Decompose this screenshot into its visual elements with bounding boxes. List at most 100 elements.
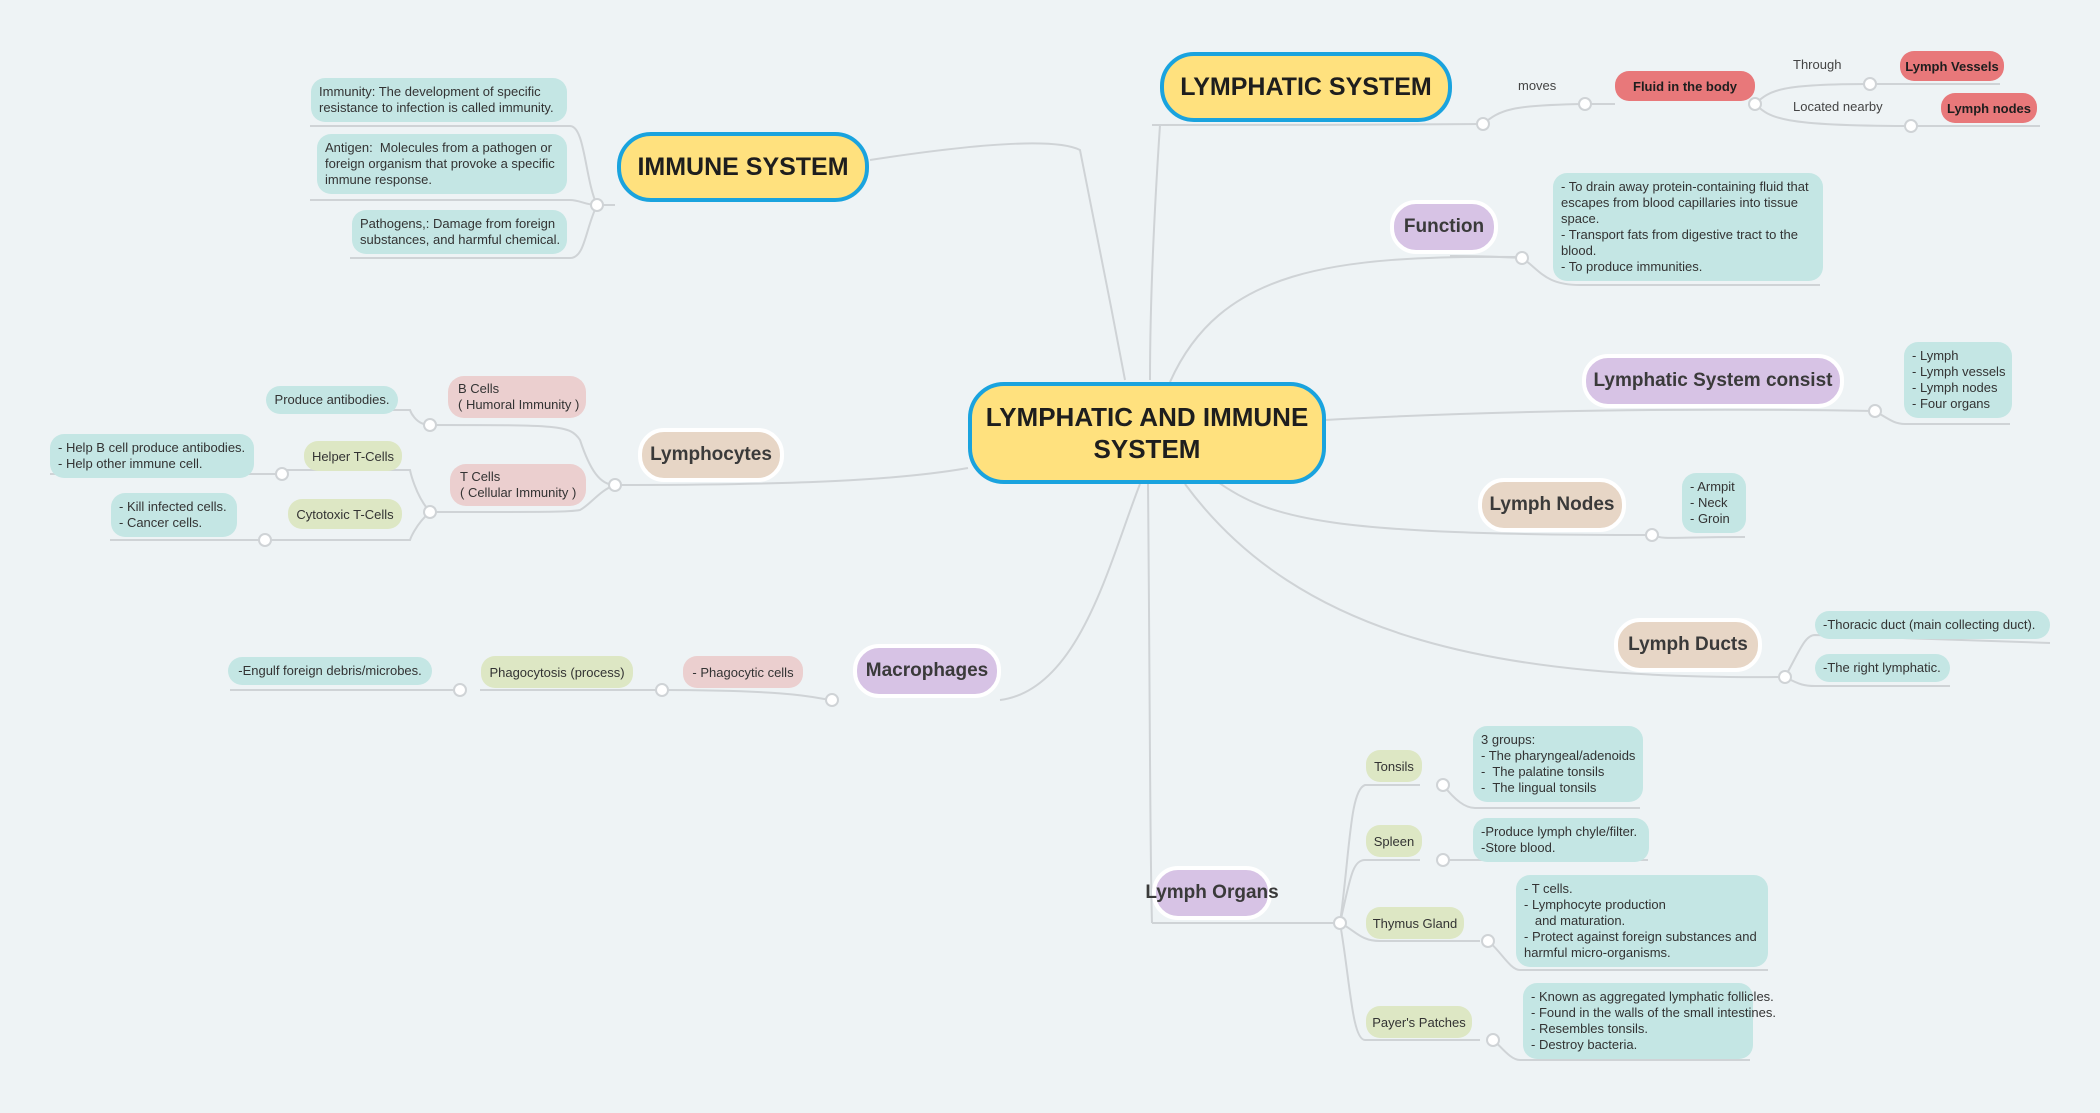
payers-note[interactable]: - Known as aggregated lymphatic follicle…: [1523, 983, 1776, 1059]
lymph-ducts-title: Lymph Ducts: [1628, 634, 1748, 655]
engulf-note[interactable]: -Engulf foreign debris/microbes.: [228, 657, 432, 685]
note-line: - Groin: [1690, 511, 1730, 526]
note-line: T Cells: [460, 469, 501, 484]
note-line: 3 groups:: [1481, 732, 1536, 747]
lymphatic-system-title: LYMPHATIC SYSTEM: [1180, 72, 1432, 101]
note-line: - Help other immune cell.: [58, 456, 203, 471]
macrophages-title: Macrophages: [865, 660, 989, 681]
consist-note[interactable]: - Lymph - Lymph vessels - Lymph nodes - …: [1904, 342, 2012, 418]
antigen-note[interactable]: Antigen: Molecules from a pathogen or fo…: [317, 134, 567, 194]
note-line: - Kill infected cells.: [119, 499, 227, 514]
lymph-nodes-note[interactable]: - Armpit - Neck - Groin: [1682, 473, 1746, 533]
phagocytic-cells-node[interactable]: - Phagocytic cells: [683, 656, 803, 688]
immune-system-topic[interactable]: IMMUNE SYSTEM: [617, 132, 869, 202]
lymph-organs-title: Lymph Organs: [1145, 882, 1279, 903]
helper-t-cells-label: Helper T-Cells: [311, 448, 395, 464]
note-line: -Store blood.: [1481, 840, 1556, 855]
note-line: - Transport fats from digestive tract to…: [1561, 227, 1798, 242]
note-line: - Protect against foreign substances and: [1524, 929, 1757, 944]
root-line-2: SYSTEM: [1093, 434, 1201, 464]
note-line: - Known as aggregated lymphatic follicle…: [1531, 989, 1774, 1004]
moves-label: moves: [1518, 78, 1557, 93]
note-line: -Engulf foreign debris/microbes.: [238, 663, 422, 678]
lymph-organs-topic[interactable]: Lymph Organs: [1145, 866, 1279, 920]
note-line: Antigen: Molecules from a pathogen or: [325, 140, 552, 155]
payers-patches-node[interactable]: Payer's Patches: [1366, 1006, 1472, 1038]
cytotoxic-t-cells-node[interactable]: Cytotoxic T-Cells: [288, 499, 402, 529]
note-line: substances, and harmful chemical.: [360, 232, 561, 247]
function-topic[interactable]: Function: [1390, 200, 1498, 254]
spleen-note[interactable]: -Produce lymph chyle/filter. -Store bloo…: [1473, 818, 1649, 862]
tonsils-node[interactable]: Tonsils: [1366, 750, 1422, 782]
fluid-label: Fluid in the body: [1633, 78, 1737, 94]
lymph-nodes-topic[interactable]: Lymph Nodes: [1478, 478, 1626, 532]
t-cells-node[interactable]: T Cells ( Cellular Immunity ): [450, 464, 586, 506]
lymph-vessels-label: Lymph Vessels: [1905, 58, 1999, 74]
note-line: space.: [1561, 211, 1600, 226]
note-line: - Destroy bacteria.: [1531, 1037, 1638, 1052]
cytotoxic-note[interactable]: - Kill infected cells. - Cancer cells.: [111, 493, 237, 537]
b-cells-node[interactable]: B Cells ( Humoral Immunity ): [448, 376, 586, 418]
system-consist-topic[interactable]: Lymphatic System consist: [1582, 354, 1844, 408]
phagocytosis-node[interactable]: Phagocytosis (process): [481, 656, 633, 688]
lymph-nodes-node[interactable]: Lymph nodes: [1941, 93, 2037, 123]
note-line: Pathogens,: Damage from foreign: [360, 216, 556, 231]
note-line: - Lymph: [1912, 348, 1959, 363]
note-line: - Found in the walls of the small intest…: [1531, 1005, 1776, 1020]
note-line: Produce antibodies.: [274, 392, 390, 407]
right-lymphatic-note[interactable]: -The right lymphatic.: [1815, 654, 1950, 682]
note-line: - Lymphocyte production: [1524, 897, 1666, 912]
pathogens-note[interactable]: Pathogens,: Damage from foreign substanc…: [352, 210, 567, 254]
function-title: Function: [1403, 216, 1485, 237]
note-line: - Lymph nodes: [1912, 380, 1998, 395]
note-line: - The palatine tonsils: [1481, 764, 1605, 779]
tonsils-note[interactable]: 3 groups: - The pharyngeal/adenoids - Th…: [1473, 726, 1643, 802]
phagocytic-cells-label: - Phagocytic cells: [692, 664, 794, 680]
lymphocytes-title: Lymphocytes: [650, 444, 772, 465]
lymph-nodes-red-label: Lymph nodes: [1946, 100, 2032, 116]
helper-note[interactable]: - Help B cell produce antibodies. - Help…: [50, 434, 254, 478]
spleen-node[interactable]: Spleen: [1366, 825, 1422, 857]
note-line: - Resembles tonsils.: [1531, 1021, 1649, 1036]
note-line: - Neck: [1690, 495, 1728, 510]
note-line: Immunity: The development of specific: [319, 84, 541, 99]
note-line: - Help B cell produce antibodies.: [58, 440, 246, 455]
note-line: B Cells: [458, 381, 500, 396]
note-line: -Produce lymph chyle/filter.: [1481, 824, 1638, 839]
note-line: - Lymph vessels: [1912, 364, 2006, 379]
lymphatic-system-topic[interactable]: LYMPHATIC SYSTEM: [1160, 52, 1452, 122]
note-line: and maturation.: [1524, 913, 1626, 928]
lymph-vessels-node[interactable]: Lymph Vessels: [1900, 51, 2004, 81]
root-topic[interactable]: LYMPHATIC AND IMMUNE SYSTEM: [968, 382, 1326, 484]
lymph-nodes-title: Lymph Nodes: [1489, 494, 1615, 515]
through-label: Through: [1793, 57, 1842, 72]
note-line: - Armpit: [1690, 479, 1735, 494]
thymus-gland-node[interactable]: Thymus Gland: [1366, 907, 1464, 939]
note-line: blood.: [1561, 243, 1597, 258]
fluid-node[interactable]: Fluid in the body: [1615, 71, 1755, 101]
immunity-note[interactable]: Immunity: The development of specific re…: [311, 78, 567, 122]
note-line: -Thoracic duct (main collecting duct).: [1823, 617, 2036, 632]
note-line: ( Cellular Immunity ): [460, 485, 577, 500]
cytotoxic-t-cells-label: Cytotoxic T-Cells: [296, 506, 394, 522]
note-line: - Cancer cells.: [119, 515, 203, 530]
note-line: - To produce immunities.: [1561, 259, 1703, 274]
lymph-ducts-topic[interactable]: Lymph Ducts: [1614, 618, 1762, 672]
note-line: - To drain away protein-containing fluid…: [1561, 179, 1809, 194]
thymus-gland-label: Thymus Gland: [1372, 915, 1458, 931]
root-line-1: LYMPHATIC AND IMMUNE: [985, 402, 1309, 432]
located-nearby-label: Located nearby: [1793, 99, 1883, 114]
note-line: -The right lymphatic.: [1823, 660, 1941, 675]
produce-antibodies-note[interactable]: Produce antibodies.: [266, 386, 398, 414]
note-line: - The lingual tonsils: [1481, 780, 1597, 795]
macrophages-topic[interactable]: Macrophages: [853, 644, 1001, 698]
thymus-note[interactable]: - T cells. - Lymphocyte production and m…: [1516, 875, 1768, 967]
helper-t-cells-node[interactable]: Helper T-Cells: [304, 441, 402, 471]
immune-system-title: IMMUNE SYSTEM: [637, 152, 849, 181]
thoracic-duct-note[interactable]: -Thoracic duct (main collecting duct).: [1815, 611, 2050, 639]
note-line: escapes from blood capillaries into tiss…: [1561, 195, 1799, 210]
note-line: harmful micro-organisms.: [1524, 945, 1671, 960]
lymphocytes-topic[interactable]: Lymphocytes: [638, 428, 784, 482]
function-note[interactable]: - To drain away protein-containing fluid…: [1553, 173, 1823, 281]
